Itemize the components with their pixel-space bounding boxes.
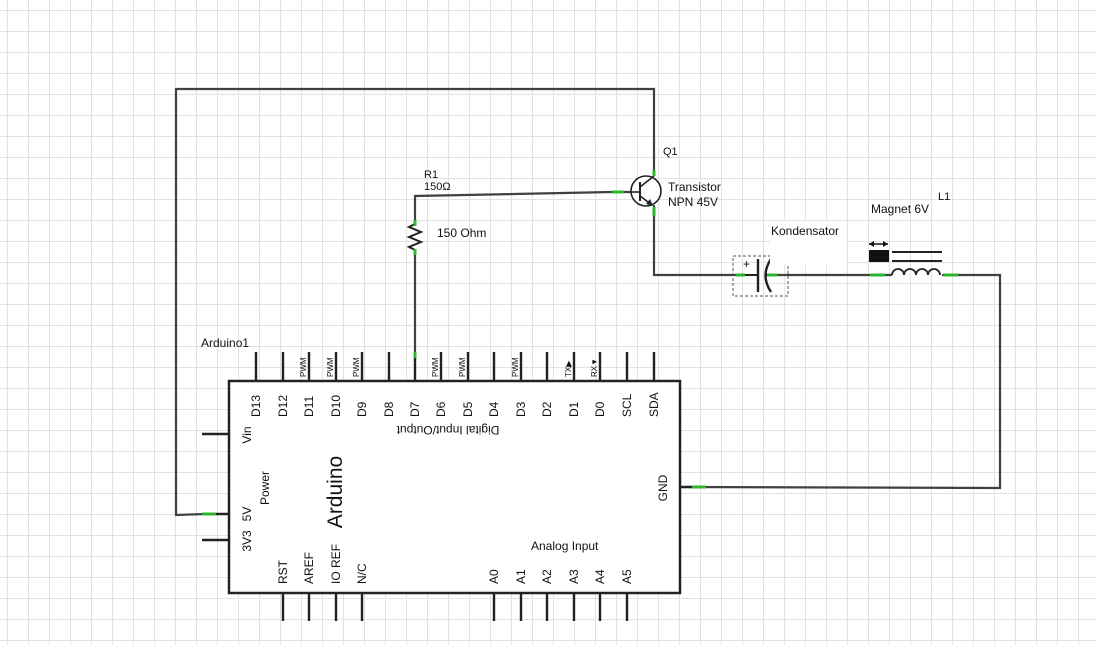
arduino-bottom-pins: RST AREF IO REF N/C A0 A1 A2 A3 A4 A5 bbox=[276, 544, 634, 621]
pwm-tag-d3: PWM bbox=[511, 357, 520, 377]
arduino-left-pins: Vin 5V 3V3 bbox=[202, 426, 254, 552]
pin-label-d6: D6 bbox=[434, 401, 448, 417]
pin-label-d3: D3 bbox=[514, 401, 528, 417]
pwm-tag-d5: PWM bbox=[458, 357, 467, 377]
pin-label-a4: A4 bbox=[593, 569, 607, 584]
pin-label-gnd: GND bbox=[656, 474, 670, 501]
pin-label-d7: D7 bbox=[408, 401, 422, 417]
wire-emitter-to-capacitor[interactable] bbox=[652, 208, 742, 277]
pin-label-d11: D11 bbox=[302, 396, 316, 417]
pin-label-d12: D12 bbox=[276, 395, 290, 417]
magnet-core-icon bbox=[869, 250, 889, 262]
power-label: Power bbox=[258, 471, 272, 505]
tx-tag-d1: TX▶ bbox=[564, 360, 573, 377]
pin-label-d10: D10 bbox=[329, 395, 343, 417]
pin-label-d2: D2 bbox=[540, 401, 554, 417]
conn-5v bbox=[202, 512, 216, 516]
inductor-label: Magnet 6V bbox=[871, 202, 929, 216]
pin-label-3v3: 3V3 bbox=[240, 530, 254, 552]
conn-r1-top bbox=[413, 220, 417, 226]
conn-inductor-left bbox=[870, 273, 885, 277]
resistor-value: 150Ω bbox=[424, 181, 451, 193]
pin-label-aref: AREF bbox=[302, 552, 316, 584]
wire-resistor-to-base[interactable] bbox=[413, 190, 631, 221]
conn-d7 bbox=[413, 352, 417, 358]
analog-input-label: Analog Input bbox=[531, 539, 599, 553]
conn-gnd bbox=[692, 485, 706, 489]
pin-label-a0: A0 bbox=[487, 569, 501, 584]
resistor-label: 150 Ohm bbox=[437, 226, 486, 240]
connection-points bbox=[202, 170, 958, 516]
pin-label-d8: D8 bbox=[382, 401, 396, 417]
pin-label-nc: N/C bbox=[355, 563, 369, 584]
pin-label-d1: D1 bbox=[567, 401, 581, 417]
pin-label-d13: D13 bbox=[249, 395, 263, 417]
wires bbox=[174, 87, 1002, 517]
arduino-title: Arduino bbox=[324, 456, 347, 528]
transistor-name: Transistor bbox=[668, 180, 721, 194]
conn-cap-left bbox=[736, 273, 745, 277]
pin-label-d9: D9 bbox=[355, 401, 369, 417]
pwm-tag-d6: PWM bbox=[431, 357, 440, 377]
capacitor-label-bg bbox=[770, 221, 847, 265]
capacitor-plus: + bbox=[743, 257, 750, 271]
conn-base bbox=[612, 190, 624, 194]
inductor-l1[interactable]: Magnet 6V L1 bbox=[869, 191, 950, 276]
pin-label-d5: D5 bbox=[461, 401, 475, 417]
pin-label-scl: SCL bbox=[620, 393, 634, 417]
pwm-tag-d11: PWM bbox=[299, 357, 308, 377]
resistor-r1[interactable]: R1 150Ω 150 Ohm bbox=[406, 169, 486, 254]
resistor-symbol bbox=[406, 221, 424, 254]
emitter-arrow-icon bbox=[646, 199, 653, 206]
pwm-tag-d10: PWM bbox=[326, 357, 335, 377]
transistor-type: NPN 45V bbox=[668, 195, 718, 209]
pin-label-5v: 5V bbox=[240, 507, 254, 522]
pin-label-vin: Vin bbox=[240, 426, 254, 443]
conn-r1-bottom bbox=[413, 249, 417, 255]
pin-label-rst: RST bbox=[276, 559, 290, 584]
pin-label-ioref: IO REF bbox=[329, 544, 343, 584]
arduino-board[interactable]: Arduino1 D13 D12 D11 D10 D9 D8 D7 bbox=[201, 336, 706, 621]
capacitor-selection-box bbox=[732, 255, 789, 297]
pwm-tag-d9: PWM bbox=[352, 357, 361, 377]
capacitor-label: Kondensator bbox=[771, 224, 839, 238]
resistor-ref: R1 bbox=[424, 169, 438, 181]
transistor-ref: Q1 bbox=[663, 146, 678, 158]
pin-label-sda: SDA bbox=[647, 392, 661, 417]
inductor-coil bbox=[891, 268, 941, 276]
capacitor[interactable]: + Kondensator bbox=[732, 221, 847, 297]
conn-inductor-right bbox=[943, 273, 958, 277]
conn-collector bbox=[652, 170, 656, 176]
transistor-body bbox=[630, 175, 662, 207]
rx-tag-d0: RX▼ bbox=[590, 358, 599, 377]
transistor-q1[interactable]: Q1 Transistor NPN 45V bbox=[630, 146, 721, 209]
arduino-top-pins: D13 D12 D11 D10 D9 D8 D7 D6 D5 D4 D3 D2 … bbox=[249, 352, 661, 417]
conn-cap-right bbox=[767, 273, 777, 277]
pin-label-a3: A3 bbox=[567, 569, 581, 584]
wire-5v-to-collector[interactable] bbox=[174, 87, 656, 517]
pin-label-a5: A5 bbox=[620, 569, 634, 584]
wire-inductor-to-gnd[interactable] bbox=[687, 273, 1002, 490]
pin-label-d4: D4 bbox=[487, 401, 501, 417]
double-arrow-icon bbox=[869, 241, 888, 247]
pin-label-d0: D0 bbox=[593, 401, 607, 417]
inductor-ref: L1 bbox=[938, 191, 950, 203]
pin-label-a2: A2 bbox=[540, 569, 554, 584]
arduino-body bbox=[227, 379, 682, 595]
arduino-name: Arduino1 bbox=[201, 336, 249, 350]
digital-io-label: Digital Input/Output bbox=[396, 423, 499, 437]
pin-label-a1: A1 bbox=[514, 569, 528, 584]
conn-emitter bbox=[652, 207, 656, 216]
